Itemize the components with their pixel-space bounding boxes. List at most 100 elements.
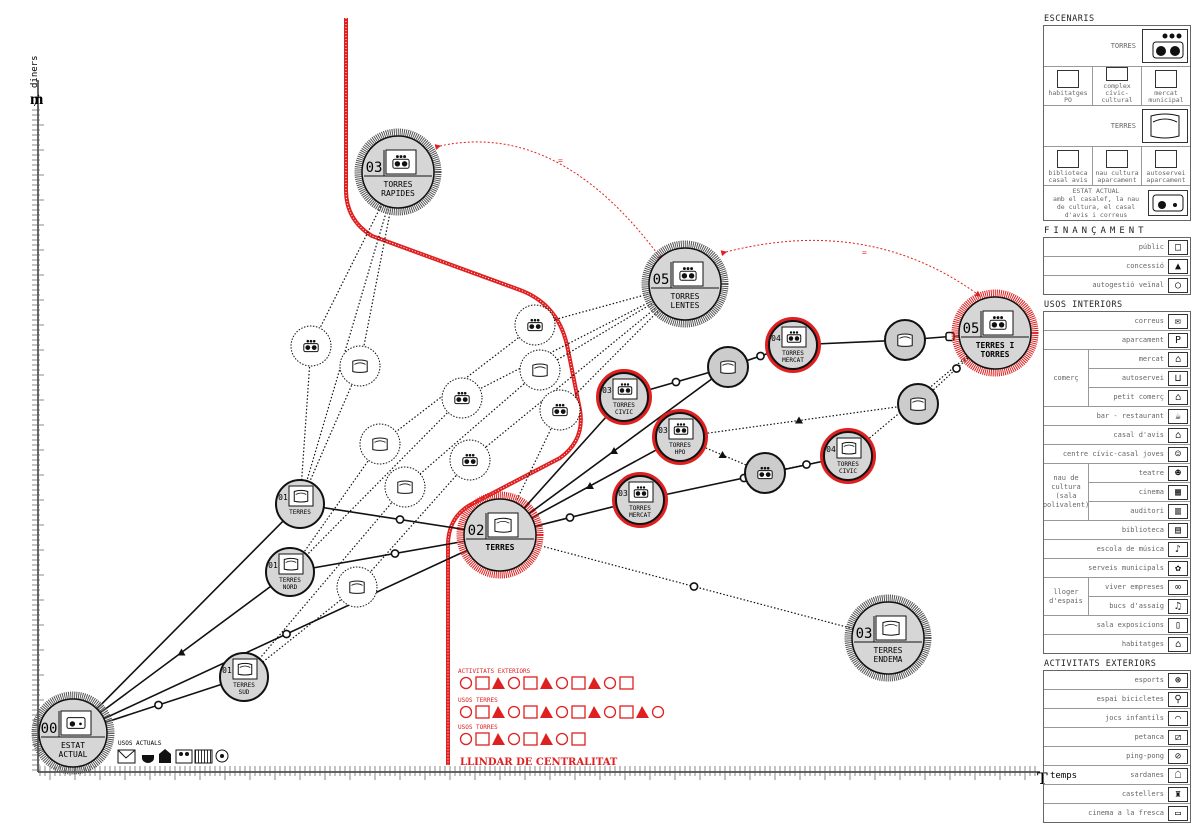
scenario-label: CIVIC <box>615 409 633 416</box>
legend-row: cinema▦ <box>1089 483 1190 502</box>
scenario-label: ESTAT <box>61 741 85 750</box>
tower-scenario-icon <box>1142 29 1188 63</box>
legend-exteriors-title: ACTIVITATS EXTERIORS <box>1044 659 1157 669</box>
connection-line <box>379 324 536 445</box>
legend-usos-title: USOS INTERIORS <box>1044 300 1123 310</box>
threshold-use-icon <box>571 732 586 746</box>
legend-row: sardanes☖ <box>1044 766 1190 785</box>
people-icon: ☺ <box>1168 446 1188 462</box>
scenario-number: 03 <box>658 426 668 435</box>
threshold-use-icon <box>619 676 634 690</box>
scenario-label: TERRES I <box>976 341 1015 350</box>
scenario-label: ACTUAL <box>59 750 88 759</box>
legend-row: correus✉ <box>1044 312 1190 331</box>
transfer-label-right: = <box>862 248 867 257</box>
intermediate-scenario-node <box>441 377 483 419</box>
threshold-use-icon <box>588 677 601 689</box>
funding-triangle-marker <box>586 482 594 489</box>
tower-use-icons <box>459 732 586 746</box>
legend-torres-row: TORRES <box>1044 26 1190 67</box>
scenario-label: TORRES <box>782 350 804 357</box>
y-axis-label: diners <box>30 55 40 88</box>
frame-icon: ▯ <box>1168 617 1188 633</box>
threshold-use-icon <box>540 706 553 718</box>
intermediate-scenario-node <box>384 466 426 508</box>
threshold-use-icon <box>636 706 649 718</box>
scenario-number: 01 <box>222 666 232 675</box>
petanca-icon: ⧄ <box>1168 729 1188 745</box>
legend-row-label: petit comerç <box>1113 393 1164 401</box>
scenario-number: 05 <box>963 321 980 337</box>
intermediate-scenario-node <box>359 423 401 465</box>
x-axis-ticks <box>39 766 1036 780</box>
cup-icon <box>142 755 154 763</box>
funding-circle-marker <box>756 351 765 361</box>
funding-markers <box>154 331 961 710</box>
funding-circle-marker <box>154 700 163 710</box>
legend-row: cinema a la fresca▭ <box>1044 804 1190 822</box>
scenario-label: ENDEMA <box>874 655 903 664</box>
connection-line <box>289 443 381 573</box>
funding-triangle-marker <box>177 648 186 656</box>
legend-row-label: auditori <box>1130 507 1164 515</box>
connection-line <box>299 171 399 505</box>
threshold-use-icon <box>571 705 586 719</box>
legend-row-label: escola de música <box>1096 545 1164 553</box>
legend-row: petit comerç⌂ <box>1089 388 1190 406</box>
funding-triangle-marker <box>610 447 618 454</box>
intermediate-scenario-node <box>897 383 939 425</box>
legend-row-label: viver empreses <box>1104 583 1164 591</box>
scenario-nodes: 00ESTATACTUAL02TERRES03TORRESRAPIDES05TO… <box>31 128 1039 775</box>
transfer-label-top: = <box>558 156 563 165</box>
legend-financament: públic□concessió▲autogestió veïnal○ <box>1043 237 1191 295</box>
legend-group-name: comerç <box>1044 350 1089 406</box>
legend-group-name: nau de cultura (sala polivalent) <box>1043 464 1089 520</box>
scenario-number: 01 <box>278 493 288 502</box>
threshold-use-icon <box>475 705 490 719</box>
current-state-icon <box>1148 190 1188 216</box>
funding-circle-marker <box>952 364 961 373</box>
legend-row-label: petanca <box>1134 733 1164 741</box>
scenario-number: 03 <box>366 160 383 176</box>
funding-triangle-marker <box>795 416 803 424</box>
threshold-use-icon <box>475 732 490 746</box>
threshold-activitats-label: ACTIVITATS EXTERIORS <box>458 668 531 675</box>
scenario-label: RAPIDES <box>381 189 415 198</box>
threshold-use-icon <box>492 706 505 718</box>
legend-row-label: autogestió veïnal <box>1092 281 1164 289</box>
house-icon <box>159 749 171 763</box>
scenario-number: 00 <box>41 721 58 737</box>
funding-circle-marker <box>671 377 681 387</box>
connection-line <box>559 283 686 411</box>
legend-row-label: sala exposicions <box>1096 621 1164 629</box>
intermediate-scenario-node <box>336 566 378 608</box>
threshold-usos-torres-label: USOS TORRES <box>458 724 498 731</box>
pingpong-icon: ⊘ <box>1168 748 1188 764</box>
y-axis-ticks <box>32 109 44 771</box>
scenario-label: MERCAT <box>629 512 651 519</box>
legend-row: biblioteca▤ <box>1044 521 1190 540</box>
outdoor-activity-icons <box>459 676 634 690</box>
threshold-use-icon <box>555 705 569 719</box>
legend-row: ping-pong⊘ <box>1044 747 1190 766</box>
